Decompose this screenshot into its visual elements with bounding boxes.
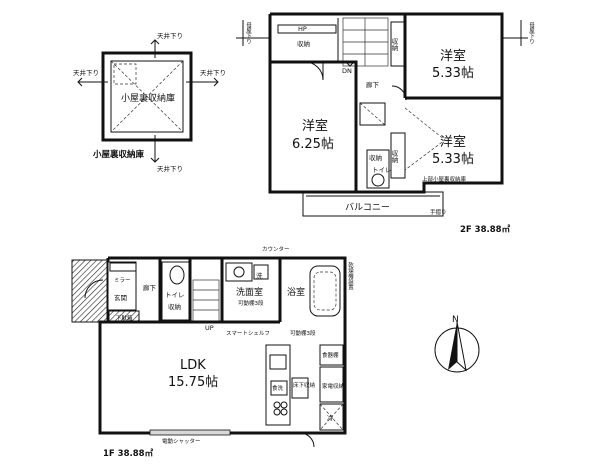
storage-1f-label: 収納 bbox=[168, 302, 181, 311]
dishwasher-label: 食洗 bbox=[272, 384, 284, 392]
eaves-drop-right: 母屋下り bbox=[528, 22, 535, 45]
ldk-name: LDK bbox=[180, 358, 206, 373]
laundry-label: 洗 bbox=[256, 271, 263, 280]
movable-shelf-b-label: 可動棚3段 bbox=[290, 329, 316, 337]
loft-plan: 小屋裏収納庫 小屋裏収納庫 天井下り 天井下り 天井下り 天井下り bbox=[73, 31, 226, 173]
room-top-right-size: 5.33帖 bbox=[432, 66, 474, 81]
hallway-2f-label: 廊下 bbox=[366, 80, 380, 89]
compass: N bbox=[434, 315, 480, 373]
appliance-label: 家電収納 bbox=[322, 382, 345, 390]
entrance-label: 玄関 bbox=[114, 293, 127, 302]
bathroom-label: 浴室 bbox=[287, 286, 305, 298]
toilet-1f-label: トイレ bbox=[165, 291, 185, 299]
ceiling-drop-label-left: 天井下り bbox=[73, 68, 99, 77]
mirror-label: ミラー bbox=[114, 277, 131, 284]
fridge-label: 冷 bbox=[327, 413, 334, 422]
storage-vertical-mid: 収納 bbox=[390, 150, 398, 165]
storage-center-label: 収納 bbox=[369, 153, 382, 162]
ceiling-drop-label-top: 天井下り bbox=[157, 31, 183, 40]
first-floor-area: 1F 38.88㎡ bbox=[103, 448, 154, 459]
loft-caption: 小屋裏収納庫 bbox=[92, 149, 145, 160]
smart-shelf-label: スマートシェルフ bbox=[226, 330, 270, 337]
room-bottom-right-name: 洋室 bbox=[440, 134, 466, 150]
hallway-1f-label: 廊下 bbox=[143, 283, 157, 292]
eaves-drop-left: 母屋下り bbox=[245, 22, 252, 45]
second-floor-area: 2F 38.88㎡ bbox=[460, 224, 511, 235]
ceiling-drop-markers: 天井下り 天井下り 天井下り 天井下り bbox=[73, 31, 226, 173]
compass-north-label: N bbox=[452, 315, 459, 325]
ldk-size: 15.75帖 bbox=[168, 375, 218, 390]
storage-top-label: 収納 bbox=[297, 39, 310, 48]
drying-label: 乾燥機設置 bbox=[347, 261, 354, 290]
railing-label: 手摺り bbox=[430, 208, 447, 216]
shoes-label: 下駄箱 bbox=[116, 314, 133, 322]
eaves-drop-markers: 母屋下り 母屋下り bbox=[236, 20, 535, 46]
stairs-up-label: UP bbox=[205, 324, 214, 332]
movable-shelf-label: 可動棚3段 bbox=[238, 299, 264, 307]
first-floor-plan: ミラー 玄関 廊下 トイレ 収納 UP 洗 洗面室 可動棚3段 浴室 カウンター bbox=[71, 245, 354, 459]
second-floor-plan: DN HP 収納 収納 洋室 5.33帖 洋室 6.25帖 廊下 収納 トイレ … bbox=[236, 12, 535, 235]
room-left-size: 6.25帖 bbox=[292, 137, 334, 152]
toilet-2f-label: トイレ bbox=[372, 166, 392, 174]
washroom-label: 洗面室 bbox=[236, 286, 263, 298]
underfloor-label: 床下収納 bbox=[293, 381, 316, 389]
balcony-label: バルコニー bbox=[345, 202, 390, 213]
hp-label: HP bbox=[298, 25, 307, 33]
pantry-label: 食器棚 bbox=[322, 351, 339, 359]
ceiling-drop-label-bottom: 天井下り bbox=[157, 164, 183, 173]
stairs-dn-label: DN bbox=[342, 67, 352, 75]
loft-room-label: 小屋裏収納庫 bbox=[121, 92, 175, 104]
attic-storage-label: 上部小屋裏収納庫 bbox=[422, 175, 467, 183]
north-arrow-icon bbox=[448, 322, 457, 370]
storage-vertical-top: 収納 bbox=[390, 38, 398, 53]
room-top-right-name: 洋室 bbox=[440, 48, 466, 64]
shutter-label: 電動シャッター bbox=[162, 437, 201, 445]
room-left-name: 洋室 bbox=[302, 118, 328, 134]
counter-label: カウンター bbox=[262, 245, 290, 253]
ceiling-drop-label-right: 天井下り bbox=[200, 68, 226, 77]
room-bottom-right-size: 5.33帖 bbox=[432, 152, 474, 167]
